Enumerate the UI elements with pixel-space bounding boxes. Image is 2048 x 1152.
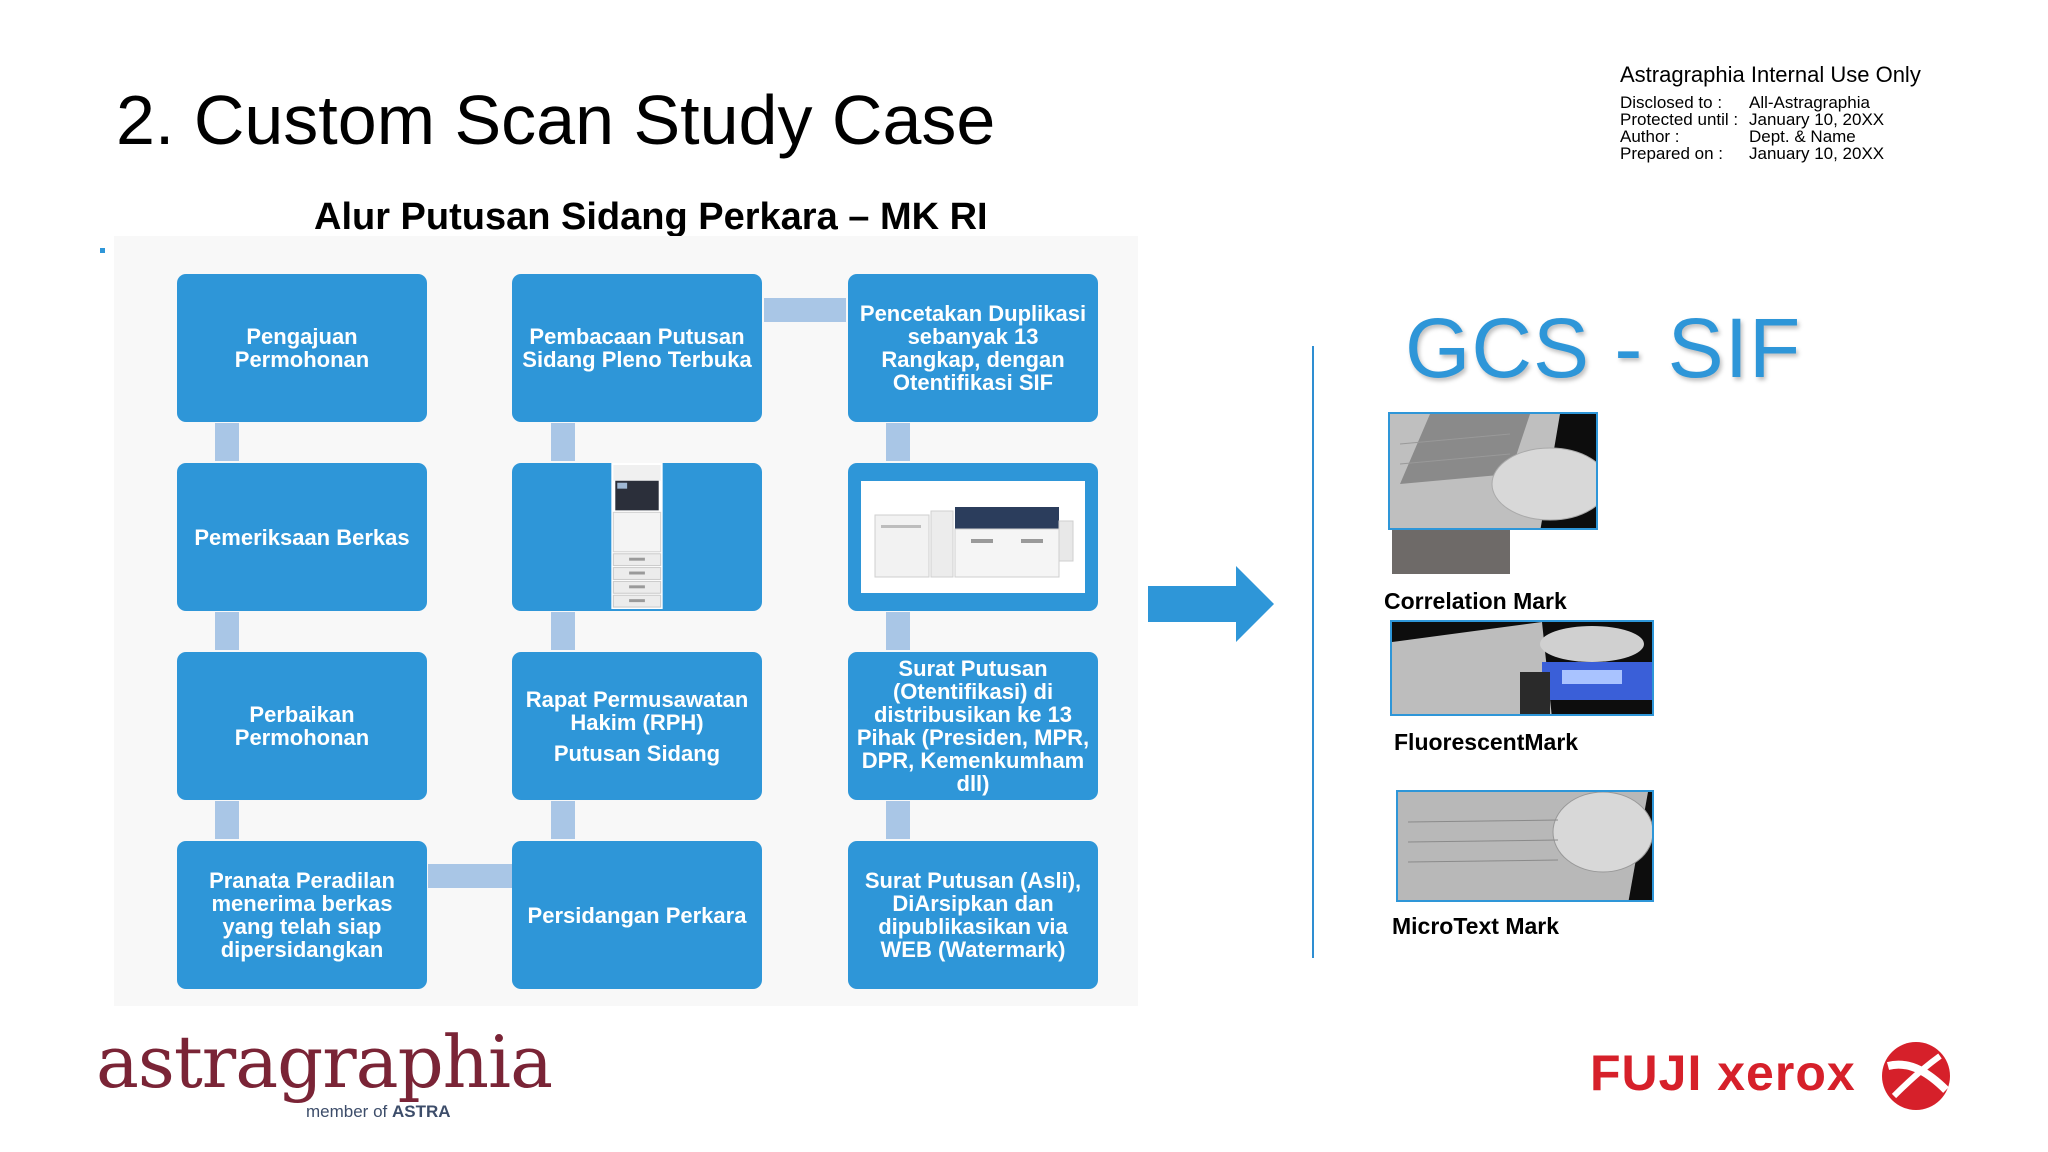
flow-step-label: Pengajuan Permohonan bbox=[234, 324, 370, 372]
flow-step-label: Pencetakan Duplikasi sebanyak 13 Rangkap… bbox=[859, 301, 1087, 395]
classification-block: Astragraphia Internal Use Only Disclosed… bbox=[1620, 62, 1921, 162]
classification-row: Prepared on : January 10, 20XX bbox=[1620, 145, 1921, 162]
divider-line bbox=[1312, 346, 1314, 958]
astra-member-tagline: member of ASTRA bbox=[306, 1102, 451, 1122]
classification-key: Author : bbox=[1620, 127, 1680, 146]
classification-key: Disclosed to : bbox=[1620, 93, 1723, 112]
correlation-mark-photo bbox=[1388, 412, 1598, 530]
bullet-dot bbox=[100, 248, 105, 253]
flow-step-perbaikan: Perbaikan Permohonan bbox=[177, 652, 427, 800]
flow-step-press-image bbox=[848, 463, 1098, 611]
flow-step-label: Persidangan Perkara bbox=[527, 902, 747, 928]
connector bbox=[215, 423, 239, 461]
astragraphia-logo: astragraphia bbox=[96, 1020, 553, 1104]
classification-value: January 10, 20XX bbox=[1749, 110, 1885, 129]
classification-key: Prepared on : bbox=[1620, 144, 1724, 163]
connector bbox=[215, 801, 239, 839]
correlation-mark-swatch bbox=[1392, 530, 1510, 574]
connector bbox=[551, 423, 575, 461]
flow-step-printer-image bbox=[512, 463, 762, 611]
member-brand: ASTRA bbox=[391, 1102, 451, 1121]
flow-step-persidangan: Persidangan Perkara bbox=[512, 841, 762, 989]
flow-step-pranata: Pranata Peradilan menerima berkas yang t… bbox=[177, 841, 427, 989]
flow-step-rapat: Rapat Permusawatan Hakim (RPH) Putusan S… bbox=[512, 652, 762, 800]
connector bbox=[886, 801, 910, 839]
flow-step-pengajuan: Pengajuan Permohonan bbox=[177, 274, 427, 422]
flow-step-pembacaan: Pembacaan Putusan Sidang Pleno Terbuka bbox=[512, 274, 762, 422]
flow-step-label: Perbaikan Permohonan bbox=[234, 702, 370, 750]
microtext-mark-label: MicroText Mark bbox=[1392, 913, 1560, 939]
microtext-mark-photo bbox=[1396, 790, 1654, 902]
flow-step-label: Surat Putusan (Otentifikasi) di distribu… bbox=[856, 656, 1090, 796]
classification-value: All-Astragraphia bbox=[1749, 93, 1870, 112]
fuji-xerox-logo: FUJI xerox bbox=[1590, 1045, 1856, 1101]
production-press-image bbox=[861, 481, 1085, 593]
flow-step-label: Pranata Peradilan menerima berkas yang t… bbox=[209, 868, 395, 962]
classification-row: Author : Dept. & Name bbox=[1620, 128, 1921, 145]
connector bbox=[428, 864, 512, 888]
flow-step-pemeriksaan: Pemeriksaan Berkas bbox=[177, 463, 427, 611]
classification-value: January 10, 20XX bbox=[1749, 144, 1885, 163]
flow-step-sublabel: Putusan Sidang bbox=[553, 740, 721, 766]
diagram-title: Alur Putusan Sidang Perkara – MK RI bbox=[314, 196, 988, 238]
classification-value: Dept. & Name bbox=[1749, 127, 1856, 146]
connector bbox=[551, 612, 575, 650]
flow-step-label: Pembacaan Putusan Sidang Pleno Terbuka bbox=[522, 324, 752, 372]
classification-key: Protected until : bbox=[1620, 110, 1739, 129]
flow-step-pencetakan: Pencetakan Duplikasi sebanyak 13 Rangkap… bbox=[848, 274, 1098, 422]
classification-row: Protected until : January 10, 20XX bbox=[1620, 111, 1921, 128]
connector bbox=[886, 612, 910, 650]
connector bbox=[215, 612, 239, 650]
correlation-mark-label: Correlation Mark bbox=[1384, 588, 1567, 614]
connector bbox=[764, 298, 846, 322]
page-title: 2. Custom Scan Study Case bbox=[116, 81, 996, 159]
flow-step-surat-asli: Surat Putusan (Asli), DiArsipkan dan dip… bbox=[848, 841, 1098, 989]
connector bbox=[886, 423, 910, 461]
classification-header: Astragraphia Internal Use Only bbox=[1620, 62, 1921, 87]
gcs-sif-heading: GCS - SIF bbox=[1405, 301, 1802, 395]
classification-row: Disclosed to : All-Astragraphia bbox=[1620, 94, 1921, 111]
flow-step-label: Surat Putusan (Asli), DiArsipkan dan dip… bbox=[864, 868, 1082, 962]
flow-step-label: Pemeriksaan Berkas bbox=[194, 524, 410, 550]
right-arrow-icon bbox=[1148, 566, 1274, 642]
flow-step-label: Rapat Permusawatan Hakim (RPH) bbox=[525, 686, 749, 735]
xerox-ball-icon bbox=[1882, 1042, 1950, 1110]
fluorescent-mark-photo bbox=[1390, 620, 1654, 716]
multifunction-printer-image bbox=[611, 463, 663, 610]
flow-step-surat-otentifikasi: Surat Putusan (Otentifikasi) di distribu… bbox=[848, 652, 1098, 800]
connector bbox=[551, 801, 575, 839]
member-prefix: member of bbox=[306, 1102, 388, 1121]
fluorescent-mark-label: FluorescentMark bbox=[1394, 729, 1579, 755]
